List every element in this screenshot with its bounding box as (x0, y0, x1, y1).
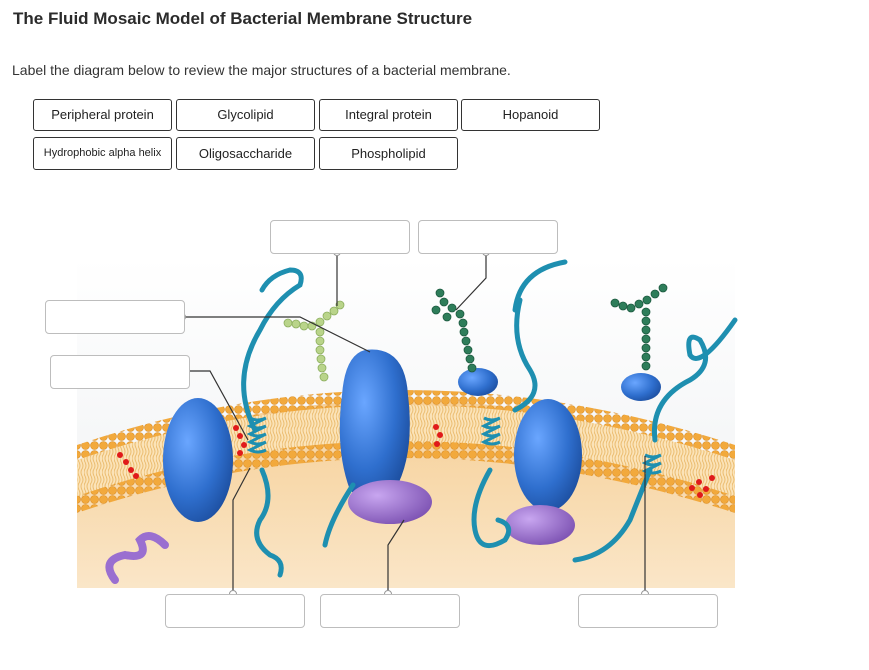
polypeptide-chains (241, 259, 738, 578)
drop-target-bottom-right[interactable] (578, 594, 718, 628)
alpha-helix-coils (246, 416, 662, 475)
drop-target-top-left[interactable] (270, 220, 410, 254)
label-chip-hopanoid[interactable]: Hopanoid (461, 99, 600, 131)
integral-protein-right (514, 399, 582, 511)
label-chip-hydrophobic-alpha-helix[interactable]: Hydrophobic alpha helix (33, 137, 172, 170)
peripheral-protein-center (348, 480, 432, 524)
instructions: Label the diagram below to review the ma… (12, 62, 511, 78)
drop-target-left-lower[interactable] (50, 355, 190, 389)
label-chip-integral-protein[interactable]: Integral protein (319, 99, 458, 131)
drop-target-bottom-center[interactable] (320, 594, 460, 628)
label-chip-oligosaccharide[interactable]: Oligosaccharide (176, 137, 315, 170)
integral-protein-center (339, 349, 410, 500)
label-chip-phospholipid[interactable]: Phospholipid (319, 137, 458, 170)
drop-target-top-right[interactable] (418, 220, 558, 254)
page-title: The Fluid Mosaic Model of Bacterial Memb… (13, 9, 473, 28)
drop-target-left-upper[interactable] (45, 300, 185, 334)
drop-target-bottom-left[interactable] (165, 594, 305, 628)
leader-lines (185, 252, 646, 594)
peripheral-protein-right (505, 505, 575, 545)
glycoprotein-cap-middle (458, 368, 498, 396)
label-chip-glycolipid[interactable]: Glycolipid (176, 99, 315, 131)
outer-leaflet-heads (77, 390, 735, 462)
hopanoid-red-molecules (117, 424, 715, 498)
label-chip-peripheral-protein[interactable]: Peripheral protein (33, 99, 172, 131)
glycoprotein-cap-right (621, 373, 661, 401)
peripheral-protein-left (105, 532, 169, 584)
oligosaccharide-chain-dark (431, 283, 668, 373)
integral-protein-left (163, 398, 233, 522)
